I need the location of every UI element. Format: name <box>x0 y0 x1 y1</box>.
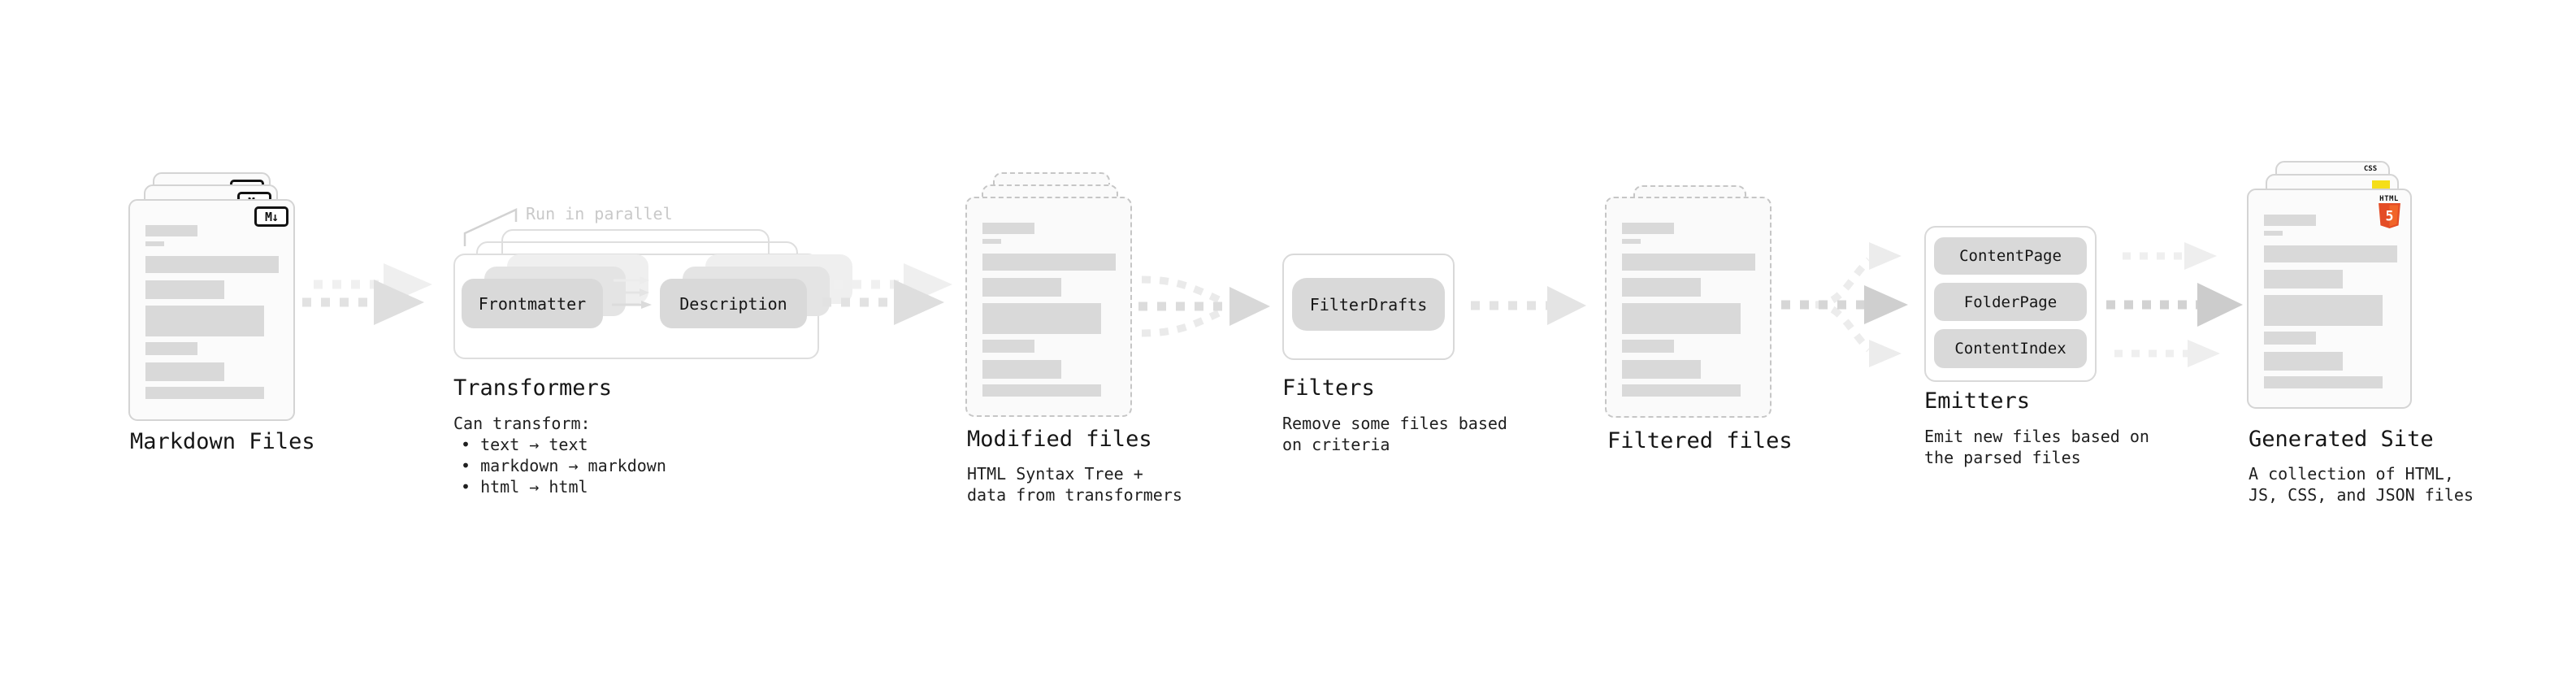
note-bullet: • text → text <box>461 435 588 454</box>
arrow-merge-to-filters <box>1138 275 1270 337</box>
stage-title-modified-files: Modified files <box>967 427 1152 452</box>
arrow-filters-to-filtered <box>1471 286 1586 325</box>
arrow-markdown-to-transformers <box>302 263 432 325</box>
arrowhead <box>1869 340 1902 367</box>
stage-title-markdown-files: Markdown Files <box>130 429 315 454</box>
arrowhead <box>2197 283 2243 327</box>
filters-note: Remove some files based on criteria <box>1282 414 1507 454</box>
stage-title-generated-site: Generated Site <box>2249 427 2434 452</box>
arrowhead <box>2184 242 2217 270</box>
modified-file-card-front <box>965 197 1132 417</box>
arrowhead <box>1869 242 1902 270</box>
modified-files-note: HTML Syntax Tree + data from transformer… <box>967 464 1182 505</box>
stage-title-transformers: Transformers <box>453 375 613 401</box>
stage-title-filtered-files: Filtered files <box>1607 428 1793 453</box>
html5-shield: 5 <box>2378 203 2400 228</box>
arrowhead <box>894 280 944 325</box>
html5-icon: HTML 5 <box>2376 195 2402 232</box>
arrowhead <box>2188 340 2220 367</box>
arrow-transformers-to-modified <box>822 263 952 325</box>
markdown-icon: M↓ <box>254 206 288 227</box>
arrows-emitters-to-generated <box>2106 242 2243 367</box>
stage-title-filters: Filters <box>1282 375 1375 401</box>
annotation-connector-line <box>463 208 518 246</box>
note-bullet: • markdown → markdown <box>461 456 666 475</box>
arrowhead <box>374 280 424 325</box>
generated-file-card-html: HTML 5 <box>2247 189 2412 409</box>
filtered-file-card-front <box>1605 197 1772 418</box>
doc-text-skeleton <box>145 225 279 399</box>
arrow-diverge-to-emitters <box>1781 242 1908 367</box>
svg-text:5: 5 <box>2385 209 2393 224</box>
arrowhead <box>1229 287 1270 326</box>
note-heading: Can transform: <box>453 414 591 433</box>
note-bullet: • html → html <box>461 477 588 497</box>
doc-text-skeleton <box>1622 223 1755 397</box>
markdown-file-card-front: M↓ <box>128 199 295 421</box>
emitters-note: Emit new files based on the parsed files <box>1924 427 2149 467</box>
arrowhead <box>1547 286 1586 325</box>
transformer-node-description: Description <box>660 279 807 328</box>
emitter-node-contentindex: ContentIndex <box>1934 329 2087 368</box>
filter-node-filterdrafts: FilterDrafts <box>1292 278 1445 331</box>
transformers-note: Can transform: • text → text • markdown … <box>453 413 666 497</box>
transformer-node-frontmatter: Frontmatter <box>462 279 603 328</box>
emitter-node-contentpage: ContentPage <box>1934 237 2087 275</box>
arrowhead <box>1864 285 1908 324</box>
doc-text-skeleton <box>2264 215 2397 388</box>
generated-site-note: A collection of HTML, JS, CSS, and JSON … <box>2249 464 2474 505</box>
stage-title-emitters: Emitters <box>1924 388 2031 414</box>
parallel-flow-arrows <box>612 276 652 309</box>
run-in-parallel-annotation: Run in parallel <box>526 204 673 223</box>
emitter-node-folderpage: FolderPage <box>1934 283 2087 321</box>
doc-text-skeleton <box>982 223 1116 397</box>
